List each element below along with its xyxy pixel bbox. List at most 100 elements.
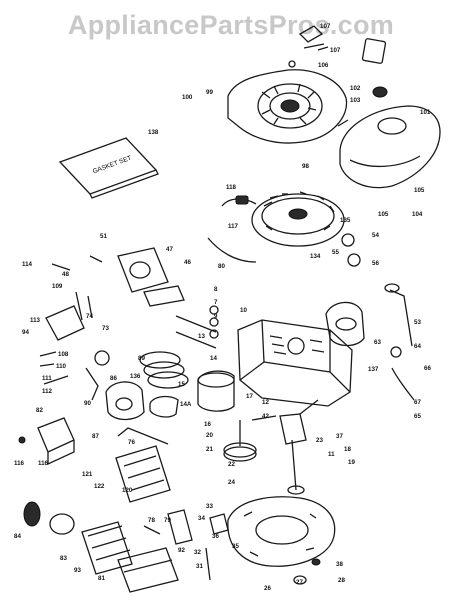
callout-64: 64 [414,343,421,350]
callout-48: 48 [62,271,69,278]
callout-113: 113 [30,317,41,324]
callout-100: 100 [182,94,193,101]
callout-83: 83 [60,555,67,562]
callout-99: 99 [206,89,213,96]
callout-120: 120 [122,487,133,494]
callout-55: 55 [332,249,339,256]
callout-7: 7 [214,299,218,306]
callout-103: 103 [350,97,361,104]
callout-105b: 105 [378,211,389,218]
callout-104: 104 [412,211,423,218]
callout-105a: 105 [414,187,425,194]
callout-32: 32 [194,549,201,556]
callout-136: 136 [130,373,141,380]
callout-27: 27 [296,579,303,586]
callout-38: 38 [336,561,343,568]
callout-87: 87 [92,433,99,440]
callout-92: 92 [178,547,185,554]
callout-65: 65 [414,413,421,420]
muffler[interactable] [23,501,179,593]
fuel-tank[interactable] [337,86,441,189]
callout-135: 135 [340,217,351,224]
callout-81: 81 [98,575,105,582]
watermark: AppliancePartsPros.com [67,10,395,40]
callout-28: 28 [338,577,345,584]
callout-19: 19 [348,459,355,466]
carburetor-assembly[interactable] [51,247,219,349]
callout-118: 118 [226,184,237,191]
callout-82: 82 [36,407,43,414]
callout-107a: 107 [320,23,331,30]
callout-108: 108 [58,351,69,358]
callout-94: 94 [22,329,29,336]
callout-12: 12 [262,399,269,406]
callout-122: 122 [94,483,105,490]
callout-labels: 107 107 106 100 99 102 103 101 138 98 11… [14,23,431,592]
callout-15: 15 [178,381,185,388]
callout-116a: 116 [14,460,25,467]
callout-35: 35 [232,543,239,550]
callout-121: 121 [82,471,93,478]
callout-47: 47 [166,246,173,253]
blower-housing[interactable] [227,69,348,144]
callout-17: 17 [246,393,253,400]
callout-26: 26 [264,585,271,592]
callout-89: 89 [138,355,145,362]
callout-114: 114 [22,261,33,268]
callout-18: 18 [344,446,351,453]
callout-31: 31 [196,563,203,570]
callout-137: 137 [368,366,379,373]
callout-13: 13 [198,333,205,340]
crankshaft[interactable] [279,399,319,495]
callout-8: 8 [214,286,218,293]
callout-54: 54 [372,232,379,239]
callout-86: 86 [110,375,117,382]
callout-90: 90 [84,400,91,407]
callout-98: 98 [302,163,309,170]
callout-14a: 14A [180,401,192,408]
callout-74: 74 [86,313,93,320]
callout-79: 79 [164,517,171,524]
callout-66: 66 [424,365,431,372]
callout-84: 84 [14,533,21,540]
breather-cover[interactable] [325,301,365,347]
callout-116b: 116 [38,460,49,467]
callout-109: 109 [52,283,63,290]
callout-46: 46 [184,259,191,266]
callout-102: 102 [350,85,361,92]
dipstick-tube[interactable] [384,283,415,401]
callout-111: 111 [42,375,52,382]
callout-37: 37 [336,433,343,440]
camshaft-gear[interactable] [223,415,277,462]
callout-10: 10 [240,307,247,314]
engine-block[interactable] [237,319,353,407]
callout-14: 14 [210,355,217,362]
air-filter[interactable] [115,427,171,503]
callout-53: 53 [414,319,421,326]
callout-107b: 107 [330,47,341,54]
callout-106: 106 [318,62,329,69]
callout-9: 9 [214,313,218,320]
callout-101: 101 [420,109,431,116]
crankcase-base[interactable] [227,496,336,585]
callout-117: 117 [228,223,239,230]
callout-56: 56 [372,260,379,267]
gasket-set-label: GASKET SET [92,155,133,176]
carburetor-body[interactable] [85,367,145,421]
callout-23: 23 [316,437,323,444]
callout-33: 33 [206,503,213,510]
callout-67: 67 [414,399,421,406]
callout-76: 76 [128,439,135,446]
callout-21: 21 [206,446,213,453]
gasket-set-book: GASKET SET [58,137,159,199]
callout-134: 134 [310,253,321,260]
callout-51: 51 [100,233,107,240]
callout-24: 24 [228,479,235,486]
callout-20: 20 [206,432,213,439]
flywheel[interactable] [221,191,345,247]
piston-rings[interactable] [139,351,235,418]
callout-34: 34 [198,515,205,522]
misc-small-parts [143,509,229,581]
callout-63: 63 [374,339,381,346]
